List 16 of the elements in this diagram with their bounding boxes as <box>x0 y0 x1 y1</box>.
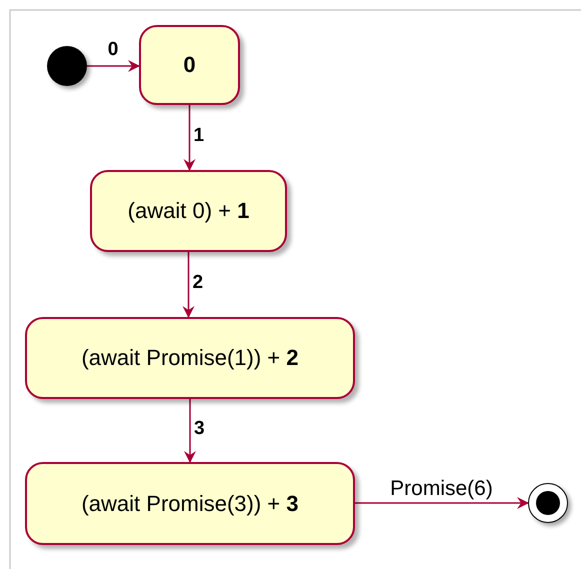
start-point <box>47 46 87 86</box>
state-box <box>25 317 355 399</box>
arrow <box>355 497 529 509</box>
arrow <box>87 60 140 72</box>
state-label: (await Promise(3)) + 3 <box>81 490 299 516</box>
arrow <box>184 399 196 463</box>
state-label: (await 0) + 1 <box>128 198 250 224</box>
arrow <box>182 252 194 318</box>
end-point <box>528 483 568 523</box>
state-box <box>139 25 240 105</box>
state-box <box>25 462 355 545</box>
state-box <box>90 170 287 252</box>
edge-label: Promise(6) <box>389 477 494 500</box>
state-label: (await Promise(1)) + 2 <box>81 345 299 371</box>
state-label: 0 <box>183 52 196 78</box>
arrow <box>184 105 196 171</box>
